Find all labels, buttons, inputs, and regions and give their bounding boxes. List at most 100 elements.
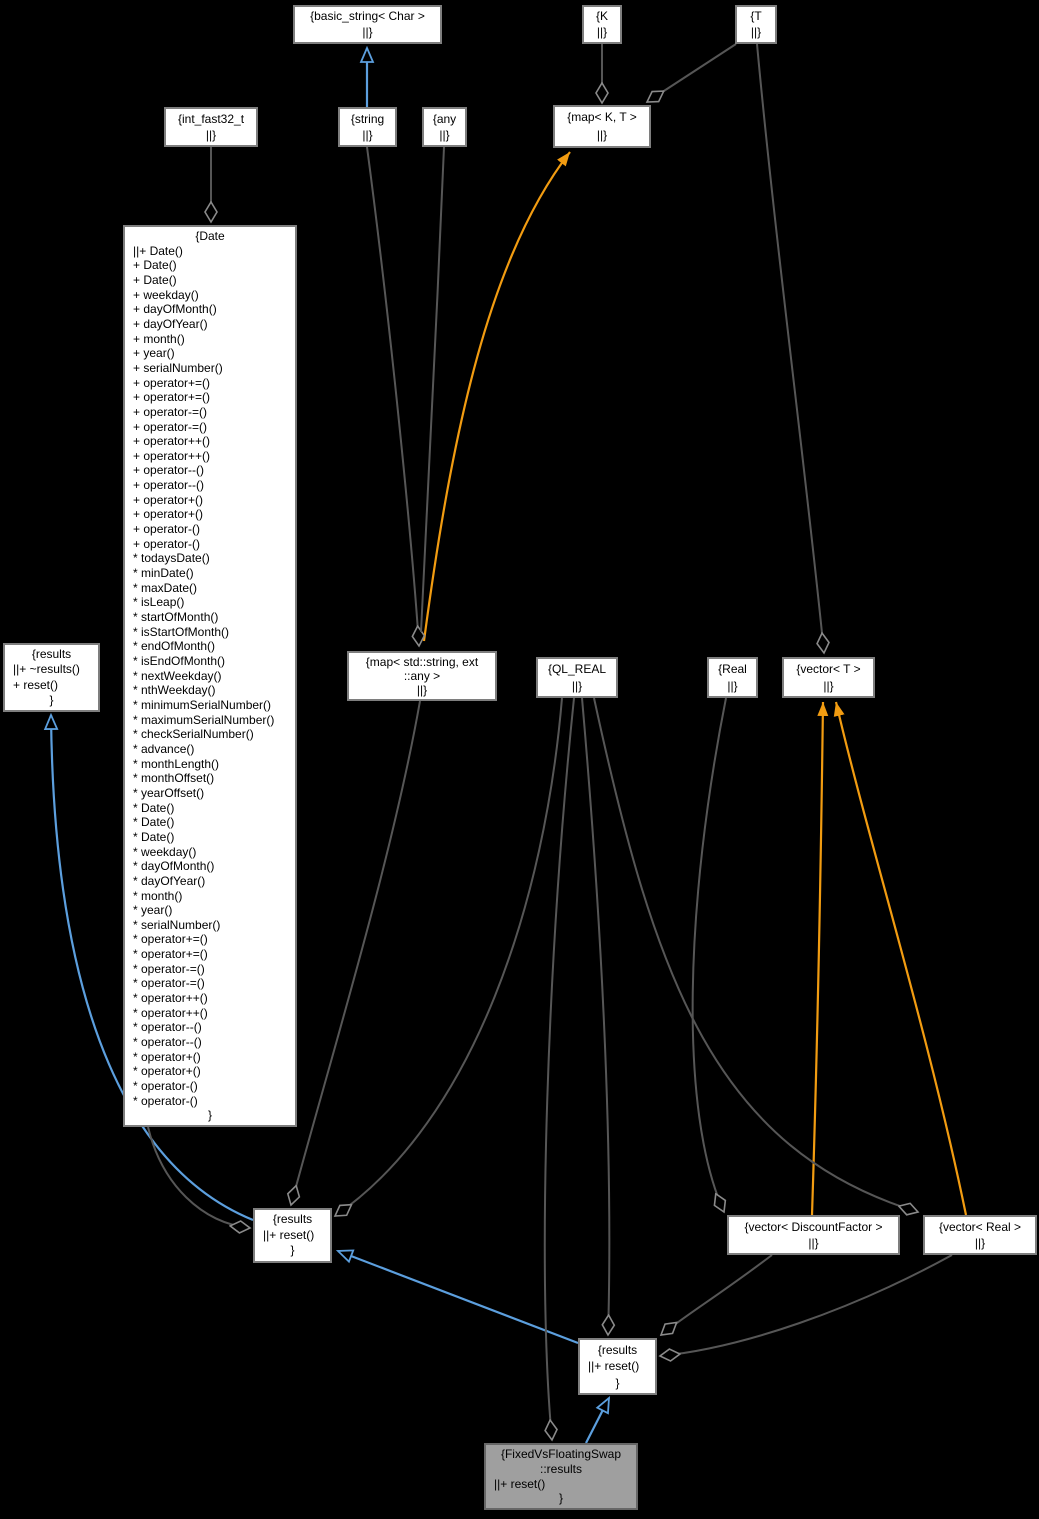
node-label-line: {string bbox=[350, 112, 385, 126]
node-results-instrument[interactable]: {results||+ reset()} bbox=[253, 1208, 332, 1263]
node-label-line: + month() bbox=[133, 331, 185, 346]
edge-ql-real-to-results-instrument bbox=[335, 697, 563, 1216]
node-label-line: ||} bbox=[596, 127, 608, 142]
node-label-line: ||} bbox=[596, 24, 608, 39]
node-label-line: * dayOfYear() bbox=[133, 873, 206, 888]
node-label-line: * monthOffset() bbox=[133, 771, 215, 786]
node-label-line: * maxDate() bbox=[133, 580, 198, 595]
edge-vector-real-to-results-swap bbox=[660, 1254, 953, 1356]
node-vector-discountfactor[interactable]: {vector< DiscountFactor > ||} bbox=[727, 1215, 900, 1255]
node-t[interactable]: {T||} bbox=[735, 5, 777, 44]
node-label-line: + operator-=() bbox=[133, 404, 208, 419]
node-date[interactable]: {Date||+ Date()+ Date()+ Date()+ weekday… bbox=[123, 225, 297, 1127]
edge-ql-real-to-fixedvsfloatingswap-results bbox=[543, 697, 575, 1440]
node-label-line: {QL_REAL bbox=[547, 662, 607, 676]
node-label-line: ||} bbox=[823, 678, 834, 693]
node-label-line: * checkSerialNumber() bbox=[133, 727, 254, 742]
node-label-line: * operator+=() bbox=[133, 932, 208, 947]
node-results-pricingengine[interactable]: {results||+ ~results()+ reset()} bbox=[3, 643, 100, 712]
node-label-line: * operator++() bbox=[133, 1005, 208, 1020]
node-label-line: ||} bbox=[362, 24, 373, 39]
node-fixedvsfloatingswap-results[interactable]: {FixedVsFloatingSwap::results||+ reset()… bbox=[484, 1443, 638, 1510]
node-label-line: * operator-() bbox=[133, 1093, 198, 1108]
node-label-line: ||} bbox=[205, 128, 217, 142]
node-label-line: + operator+() bbox=[133, 507, 204, 522]
node-label-line: * year() bbox=[133, 903, 173, 918]
node-results-swap[interactable]: {results||+ reset()} bbox=[578, 1338, 657, 1395]
node-label-line: * dayOfMonth() bbox=[133, 859, 215, 874]
node-label-line: * Date() bbox=[133, 800, 175, 815]
node-label-line: * yearOffset() bbox=[133, 785, 205, 800]
node-label-line: * isLeap() bbox=[133, 595, 185, 610]
edge-map-string-any-to-map-k-t bbox=[422, 151, 571, 642]
node-label-line: + operator++() bbox=[133, 448, 211, 463]
node-vector-t[interactable]: {vector< T > ||} bbox=[782, 657, 875, 698]
node-label-line: * operator-() bbox=[133, 1079, 198, 1094]
node-label-line: + Date() bbox=[133, 272, 177, 287]
edge-ql-real-to-results-swap bbox=[581, 697, 609, 1335]
node-label-line: * isEndOfMonth() bbox=[133, 654, 226, 669]
node-label-line: * Date() bbox=[133, 829, 175, 844]
node-label-line: ||+ reset() bbox=[588, 1359, 640, 1374]
node-label-line: } bbox=[558, 1491, 563, 1506]
node-label-line: {Date bbox=[195, 228, 225, 243]
node-label-line: {results bbox=[597, 1343, 638, 1357]
node-map-string-any[interactable]: {map< std::string, ext::any >||} bbox=[347, 651, 497, 701]
node-label-line: * minimumSerialNumber() bbox=[133, 697, 272, 712]
node-label-line: + operator-() bbox=[133, 522, 201, 537]
node-label-line: {map< K, T > bbox=[567, 110, 637, 124]
node-label-line: * nextWeekday() bbox=[133, 668, 222, 683]
node-label-line: {any bbox=[432, 112, 457, 126]
node-basic-string[interactable]: {basic_string< Char >||} bbox=[293, 5, 442, 44]
node-label-line: ||} bbox=[750, 24, 762, 39]
node-label-line: * endOfMonth() bbox=[133, 639, 216, 654]
node-vector-real[interactable]: {vector< Real >||} bbox=[923, 1215, 1037, 1255]
node-any[interactable]: {any ||} bbox=[422, 107, 467, 147]
node-label-line: + weekday() bbox=[133, 287, 199, 302]
node-ql-real[interactable]: {QL_REAL ||} bbox=[536, 657, 618, 698]
edge-real-to-vector-discountfactor bbox=[691, 697, 727, 1212]
node-label-line: * todaysDate() bbox=[133, 551, 210, 566]
node-map-k-t[interactable]: {map< K, T > ||} bbox=[553, 105, 651, 148]
node-label-line: * Date() bbox=[133, 815, 175, 830]
node-label-line: {T bbox=[750, 9, 762, 23]
node-label-line: } bbox=[49, 692, 54, 707]
node-label-line: ||} bbox=[439, 128, 450, 142]
node-label-line: {vector< Real > bbox=[938, 1220, 1022, 1234]
node-label-line: + operator--() bbox=[133, 478, 205, 493]
node-label-line: {basic_string< Char > bbox=[310, 9, 425, 23]
edge-string-to-map-string-any bbox=[366, 146, 419, 646]
node-label-line: } bbox=[207, 1108, 212, 1123]
edge-date-to-results-instrument bbox=[147, 1126, 250, 1228]
node-label-line: ||+ reset() bbox=[494, 1476, 546, 1491]
edge-t-to-map-k-t bbox=[647, 43, 737, 102]
edge-ql-real-to-vector-real bbox=[593, 697, 918, 1212]
node-label-line: + operator-() bbox=[133, 536, 201, 551]
node-label-line: * minDate() bbox=[133, 566, 194, 581]
node-label-line: {vector< DiscountFactor > bbox=[744, 1220, 883, 1234]
edge-any-to-map-string-any bbox=[420, 146, 445, 633]
node-label-line: * nthWeekday() bbox=[133, 683, 216, 698]
node-label-line: {results bbox=[31, 647, 72, 661]
node-label-line: * operator+() bbox=[133, 1049, 201, 1064]
node-label-line: {map< std::string, ext bbox=[365, 655, 479, 669]
node-k[interactable]: {K||} bbox=[582, 5, 622, 44]
node-label-line: {vector< T > bbox=[796, 662, 861, 676]
node-label-line: + reset() bbox=[13, 677, 59, 692]
node-label-line: * operator-=() bbox=[133, 976, 205, 991]
node-label-line: ||} bbox=[362, 128, 373, 142]
edge-t-to-vector-t bbox=[756, 43, 824, 653]
node-label-line: ||} bbox=[808, 1236, 819, 1250]
node-string[interactable]: {string ||} bbox=[338, 107, 397, 147]
node-label-line: + operator+=() bbox=[133, 390, 211, 405]
node-label-line: * weekday() bbox=[133, 844, 197, 859]
node-real[interactable]: {Real||} bbox=[707, 657, 758, 698]
node-label-line: * operator+() bbox=[133, 1064, 201, 1079]
node-label-line: + serialNumber() bbox=[133, 360, 223, 375]
node-label-line: ||} bbox=[571, 678, 583, 693]
edge-vector-real-to-vector-t bbox=[833, 701, 968, 1216]
node-label-line: + dayOfMonth() bbox=[133, 302, 217, 317]
node-int-fast32-t[interactable]: {int_fast32_t||} bbox=[164, 107, 258, 147]
node-label-line: {Real bbox=[718, 662, 747, 676]
